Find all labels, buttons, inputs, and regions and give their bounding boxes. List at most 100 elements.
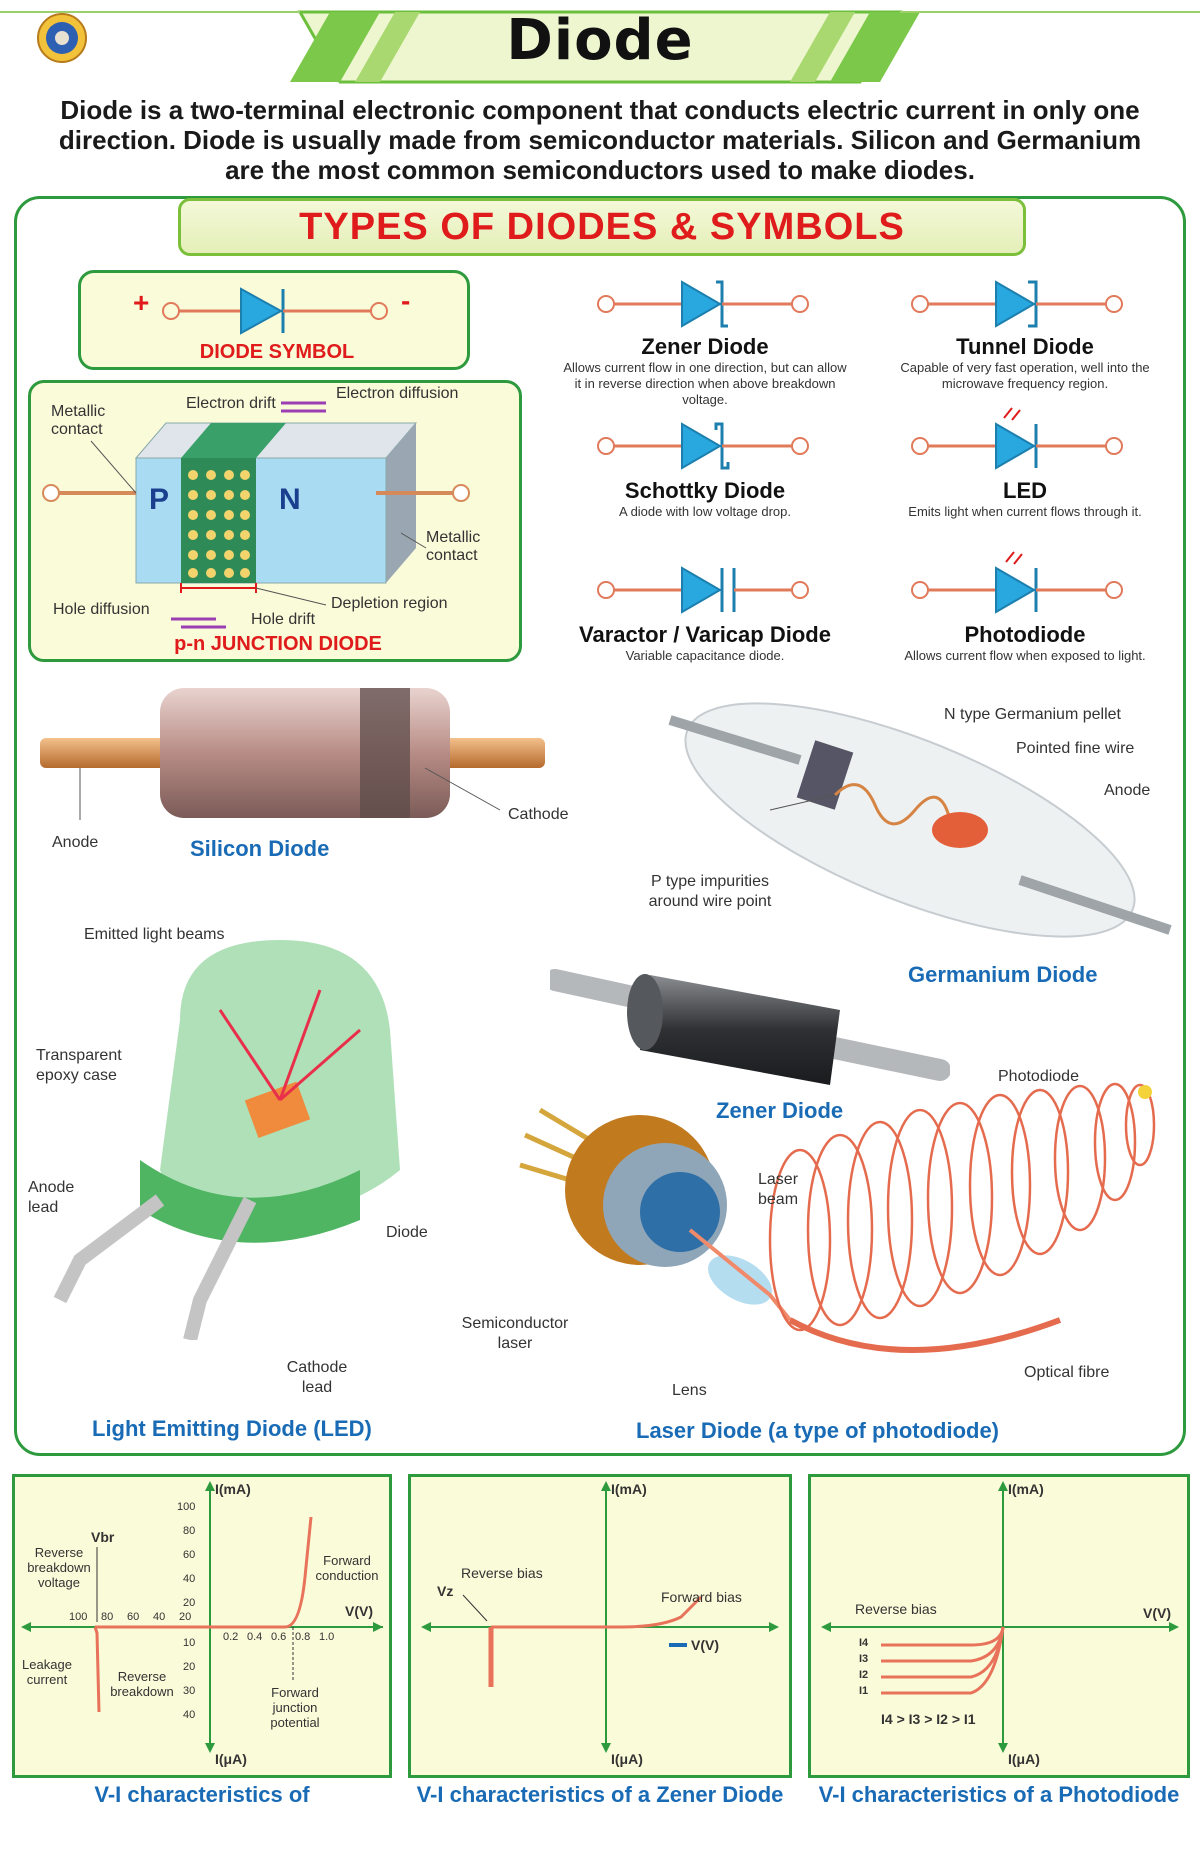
electron-drift-label: Electron drift bbox=[186, 395, 276, 412]
led-name: LED bbox=[1003, 478, 1047, 503]
laser-lens-label: Lens bbox=[672, 1382, 707, 1399]
led-light-beams-label: Emitted light beams bbox=[84, 926, 225, 943]
germanium-diode-title: Germanium Diode bbox=[908, 962, 1098, 987]
g1-ytick-neg: 20 bbox=[183, 1661, 196, 1673]
metallic-contact-left-label: Metallic contact bbox=[51, 403, 106, 438]
plus-sign: + bbox=[133, 287, 150, 318]
g3-curve-label: I4 bbox=[859, 1637, 869, 1649]
silicon-anode-label: Anode bbox=[52, 834, 99, 851]
g3-x-label: V(V) bbox=[1143, 1605, 1171, 1621]
laser-title: Laser Diode (a type of photodiode) bbox=[636, 1418, 1000, 1443]
diode-symbol-label: DIODE SYMBOL bbox=[199, 341, 355, 363]
g3-curve-label: I3 bbox=[859, 1653, 869, 1665]
g3-y-bottom: I(μA) bbox=[1008, 1751, 1040, 1767]
g1-leakage-current: Leakage current bbox=[22, 1657, 72, 1687]
g1-xtick-neg: 40 bbox=[153, 1611, 166, 1623]
diode-symbol-box: + - DIODE SYMBOL bbox=[78, 270, 470, 370]
laser-semiconductor-label: Semiconductor laser bbox=[461, 1315, 569, 1352]
varactor-name: Varactor / Varicap Diode bbox=[579, 622, 831, 647]
led-symbol-icon bbox=[911, 407, 1123, 470]
page-title: Diode bbox=[506, 8, 694, 73]
types-section-frame bbox=[14, 196, 1186, 1456]
g3-relation: I4 > I3 > I2 > I1 bbox=[881, 1711, 976, 1727]
laser-diode-illustration bbox=[519, 1082, 1156, 1353]
intro-paragraph: Diode is a two-terminal electronic compo… bbox=[58, 95, 1142, 185]
g1-xtick: 1.0 bbox=[319, 1631, 335, 1643]
g1-ytick-neg: 30 bbox=[183, 1685, 196, 1697]
minus-sign: - bbox=[401, 285, 411, 316]
g1-xtick-neg: 60 bbox=[127, 1611, 140, 1623]
g1-ytick: 40 bbox=[183, 1573, 196, 1585]
g2-forward-bias: Forward bias bbox=[661, 1589, 742, 1605]
photodiode-symbol-icon bbox=[911, 551, 1123, 614]
g1-ytick: 20 bbox=[183, 1597, 196, 1609]
laser-optical-fibre-label: Optical fibre bbox=[1024, 1364, 1110, 1381]
led-epoxy-label: Transparent epoxy case bbox=[36, 1047, 122, 1084]
g2-reverse-bias: Reverse bias bbox=[461, 1565, 543, 1581]
silicon-diode-title: Silicon Diode bbox=[190, 836, 330, 861]
graph-photodiode-vi: I(mA) I(μA) V(V) Reverse bias I4 I3 I2 I… bbox=[808, 1474, 1190, 1778]
publisher-logo-icon bbox=[37, 13, 87, 63]
schottky-symbol-icon bbox=[597, 422, 809, 470]
zener-diode-illustration bbox=[550, 969, 950, 1085]
led-diode-label: Diode bbox=[386, 1224, 428, 1241]
g1-vbr: Vbr bbox=[91, 1529, 115, 1545]
g2-x-label: V(V) bbox=[691, 1637, 719, 1653]
pn-junction-diagram bbox=[42, 401, 470, 629]
hole-diffusion-label: Hole diffusion bbox=[53, 601, 150, 618]
g3-curve-label: I1 bbox=[859, 1685, 869, 1697]
n-region-label: N bbox=[279, 483, 301, 516]
g1-y-top: I(mA) bbox=[215, 1481, 251, 1497]
germanium-anode-label: Anode bbox=[1104, 782, 1151, 799]
p-region-label: P bbox=[149, 483, 170, 516]
g1-xtick: 0.2 bbox=[223, 1631, 239, 1643]
diode-symbol-icon bbox=[162, 287, 388, 335]
g1-ytick: 60 bbox=[183, 1549, 196, 1561]
zener-desc: Allows current flow in one direction, bu… bbox=[563, 360, 847, 407]
g1-ytick: 80 bbox=[183, 1525, 196, 1537]
g1-xtick: 0.8 bbox=[295, 1631, 311, 1643]
g1-ytick-neg: 10 bbox=[183, 1637, 196, 1649]
g1-xtick-neg: 80 bbox=[101, 1611, 114, 1623]
silicon-diode-illustration bbox=[40, 688, 545, 820]
g1-y-bottom: I(μA) bbox=[215, 1751, 247, 1767]
schottky-name: Schottky Diode bbox=[624, 478, 786, 503]
germanium-wire-label: Pointed fine wire bbox=[1016, 740, 1135, 757]
pn-junction-box: P N Metallic contact Metallic contact El… bbox=[28, 380, 522, 662]
led-cathode-lead-label: Cathode lead bbox=[286, 1359, 348, 1396]
varactor-symbol-icon bbox=[597, 566, 809, 614]
zener-name: Zener Diode bbox=[641, 334, 769, 359]
title-banner bbox=[0, 10, 1200, 84]
g1-xtick-neg: 20 bbox=[179, 1611, 192, 1623]
depletion-region-label: Depletion region bbox=[331, 595, 448, 612]
g2-vz: Vz bbox=[437, 1583, 454, 1599]
schottky-desc: A diode with low voltage drop. bbox=[619, 504, 791, 519]
led-title: Light Emitting Diode (LED) bbox=[92, 1416, 372, 1441]
germanium-impurities-label: P type impurities around wire point bbox=[648, 873, 772, 910]
led-desc: Emits light when current flows through i… bbox=[908, 504, 1142, 519]
g1-ytick: 100 bbox=[177, 1501, 196, 1513]
metallic-contact-right-label: Metallic contact bbox=[426, 529, 481, 564]
graph-diode-vi: I(mA) I(μA) V(V) Vbr Reverse breakdown v… bbox=[12, 1474, 392, 1778]
zener-symbol-icon bbox=[597, 280, 809, 328]
zener-illustration-title: Zener Diode bbox=[716, 1098, 844, 1123]
pn-junction-title: p-n JUNCTION DIODE bbox=[174, 633, 382, 655]
germanium-diode-illustration bbox=[668, 702, 1172, 938]
g1-xtick-neg: 100 bbox=[69, 1611, 88, 1623]
g1-xtick: 0.4 bbox=[247, 1631, 263, 1643]
tunnel-desc: Capable of very fast operation, well int… bbox=[900, 360, 1150, 391]
tunnel-name: Tunnel Diode bbox=[956, 334, 1094, 359]
varactor-desc: Variable capacitance diode. bbox=[625, 648, 785, 663]
g3-y-top: I(mA) bbox=[1008, 1481, 1044, 1497]
types-heading: TYPES OF DIODES & SYMBOLS bbox=[178, 198, 1026, 256]
g2-y-top: I(mA) bbox=[611, 1481, 647, 1497]
photodiode-desc: Allows current flow when exposed to ligh… bbox=[904, 648, 1146, 663]
tunnel-symbol-icon bbox=[911, 280, 1123, 328]
g1-reverse-breakdown: Reverse breakdown bbox=[110, 1669, 174, 1699]
g2-y-bottom: I(μA) bbox=[611, 1751, 643, 1767]
g1-caption: V-I characteristics of bbox=[94, 1782, 310, 1807]
graph-zener-vi: I(mA) I(μA) V(V) Reverse bias Forward bi… bbox=[408, 1474, 792, 1778]
g1-reverse-breakdown-voltage: Reverse breakdown voltage bbox=[27, 1545, 91, 1590]
electron-diffusion-label: Electron diffusion bbox=[336, 385, 459, 402]
silicon-cathode-label: Cathode bbox=[508, 806, 569, 823]
